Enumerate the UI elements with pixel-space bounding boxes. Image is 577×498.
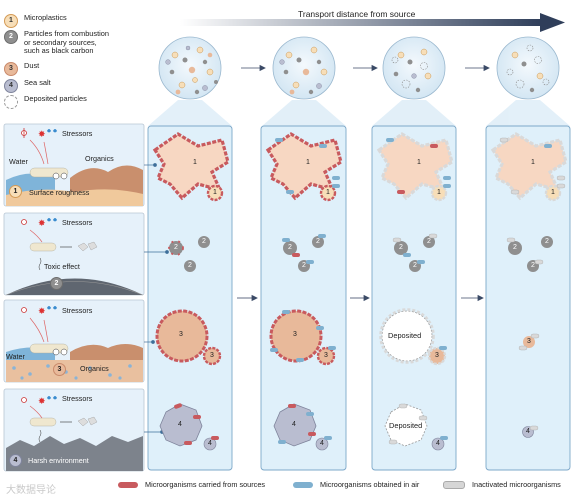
c3-carbon-b-label: 2 (427, 238, 431, 245)
stressors-label-2: Stressors (62, 218, 93, 227)
stressors-label-4: Stressors (62, 394, 93, 403)
panel-3-number: 3 (53, 363, 66, 376)
c3-microplastic-label: 1 (417, 159, 421, 166)
column-panels (147, 125, 571, 471)
legend-label: Deposited particles (24, 94, 87, 103)
column-3-particles (376, 132, 454, 451)
legend-inactivated: Inactivated microorganisms (443, 480, 561, 489)
c4-carbon-b-label: 2 (545, 238, 549, 245)
water-label-1: Water (9, 157, 28, 166)
c3-salt-small-label: 4 (436, 440, 440, 447)
c3-carbon-a-label: 2 (399, 244, 403, 251)
dust-icon: 3 (4, 62, 18, 76)
legend-obtained-in-air: Microorganisms obtained in air (293, 480, 419, 489)
left-panel-2-art: ✸ (5, 218, 144, 296)
c3-microplastic-small-label: 1 (437, 189, 441, 196)
toxic-effect-label: Toxic effect (44, 262, 80, 271)
c1-carbon-b-label: 2 (202, 238, 206, 245)
c4-microplastic-label: 1 (531, 159, 535, 166)
red-microbe-icon (118, 481, 138, 488)
gray-microbe-icon (443, 480, 465, 489)
c4-carbon-c-label: 2 (531, 262, 535, 269)
legend-item-deposited: Deposited particles (4, 94, 87, 109)
left-panel-3-art: ✸ (6, 306, 143, 382)
c2-salt-small-label: 4 (320, 440, 324, 447)
legend-item-dust: 3 Dust (4, 61, 40, 76)
c3-deposited-dust-label: Deposited (388, 331, 422, 340)
c3-carbon-c-label: 2 (413, 262, 417, 269)
legend-obtained-label: Microorganisms obtained in air (320, 480, 420, 489)
panel-2-number: 2 (50, 277, 63, 290)
svg-text:✸: ✸ (38, 396, 46, 406)
transport-label: Transport distance from source (298, 9, 416, 19)
c2-carbon-b-label: 2 (316, 238, 320, 245)
svg-text:✸: ✸ (38, 129, 46, 139)
legend-label: Microplastics (24, 13, 67, 22)
c4-dust-small-label: 3 (527, 338, 531, 345)
transport-arrow (180, 13, 565, 32)
organics-label-1: Organics (85, 154, 114, 163)
zoom-funnels (148, 100, 570, 126)
c2-microplastic-label: 1 (306, 159, 310, 166)
column-2-particles (265, 132, 343, 451)
c2-carbon-c-label: 2 (302, 262, 306, 269)
svg-text:✸: ✸ (38, 306, 46, 316)
c3-deposited-salt-label: Deposited (389, 421, 423, 430)
organics-label-3: Organics (80, 364, 109, 373)
c2-dust-small-label: 3 (324, 352, 328, 359)
c2-dust-label: 3 (293, 331, 297, 338)
c2-microplastic-small-label: 1 (326, 189, 330, 196)
c2-carbon-a-label: 2 (288, 244, 292, 251)
stressors-label-3: Stressors (62, 306, 93, 315)
c1-microplastic-label: 1 (193, 159, 197, 166)
c3-dust-small-label: 3 (435, 352, 439, 359)
svg-text:✸: ✸ (38, 218, 46, 228)
deposited-particle-icon (4, 95, 18, 109)
legend-carried-from-sources: Microorganisms carried from sources (118, 480, 265, 489)
c1-salt-label: 4 (178, 421, 182, 428)
black-carbon-icon: 2 (4, 30, 18, 44)
legend-label: Sea salt (24, 78, 51, 87)
c1-salt-small-label: 4 (208, 440, 212, 447)
c2-salt-label: 4 (292, 421, 296, 428)
legend-item-microplastics: 1 Microplastics (4, 13, 67, 28)
column-1-particles (152, 132, 230, 451)
panel-1-number: 1 (9, 185, 22, 198)
c1-dust-label: 3 (179, 331, 183, 338)
c4-microplastic-small-label: 1 (551, 189, 555, 196)
c1-carbon-c-label: 2 (188, 262, 192, 269)
legend-inactivated-label: Inactivated microorganisms (472, 480, 561, 489)
c1-dust-small-label: 3 (210, 352, 214, 359)
water-label-3: Water (6, 352, 25, 361)
panel-arrows (237, 294, 484, 302)
c1-microplastic-small-label: 1 (213, 189, 217, 196)
panel-4-number: 4 (9, 454, 22, 467)
microplastic-icon: 1 (4, 14, 18, 28)
legend-label: Dust (24, 61, 40, 70)
legend-item-combustion: 2 Particles from combustion or secondary… (4, 29, 110, 56)
sea-salt-icon: 4 (4, 79, 18, 93)
surface-roughness-label: Surface roughness (29, 188, 90, 197)
harsh-environment-label: Harsh environment (28, 456, 89, 465)
legend-carried-label: Microorganisms carried from sources (145, 480, 266, 489)
legend-item-sea-salt: 4 Sea salt (4, 78, 51, 93)
watermark: 大数据导论 (6, 485, 56, 496)
stressors-label-1: Stressors (62, 129, 93, 138)
connector-lines (144, 163, 169, 434)
blue-microbe-icon (293, 481, 313, 488)
legend-label: Particles from combustion or secondary s… (24, 29, 110, 56)
c4-carbon-a-label: 2 (513, 244, 517, 251)
c4-salt-small-label: 4 (526, 428, 530, 435)
c1-carbon-a-label: 2 (174, 244, 178, 251)
circle-arrows (241, 64, 490, 72)
left-panel-1-art: ✸ (6, 128, 143, 206)
left-panel-4-art: ✸ (6, 396, 143, 471)
column-4-particles (490, 132, 568, 438)
air-sample-circles (158, 36, 560, 100)
